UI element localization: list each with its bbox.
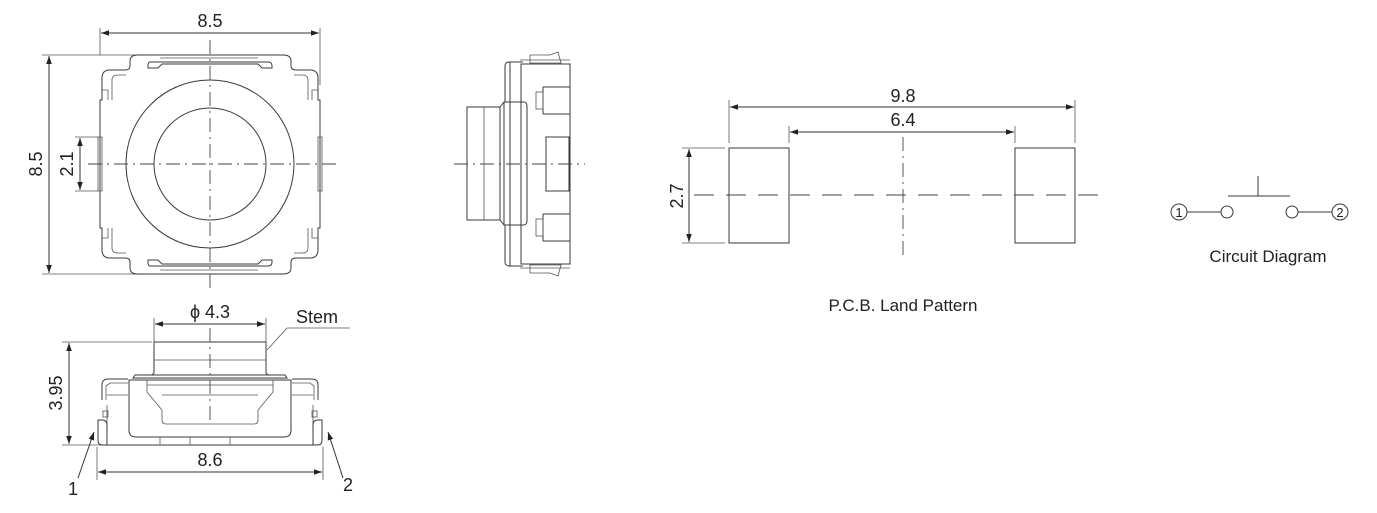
pad-height-dim: 2.7 xyxy=(667,183,687,208)
terminal-width-dim: 2.1 xyxy=(57,151,77,176)
pad-left xyxy=(728,147,790,244)
terminal-2-label: 2 xyxy=(343,475,353,495)
top-height-dim: 8.5 xyxy=(26,151,46,176)
top-width-dim: 8.5 xyxy=(197,11,222,31)
circuit-terminal-1: 1 xyxy=(1175,205,1182,220)
circuit-diagram: 1 2 Circuit Diagram xyxy=(1170,176,1349,266)
land-pattern: 9.8 6.4 2.7 P.C.B. Land Pattern xyxy=(667,86,1110,315)
outer-width-dim: 9.8 xyxy=(890,86,915,106)
land-pattern-caption: P.C.B. Land Pattern xyxy=(828,296,977,315)
top-view: 8.5 8.5 2.1 xyxy=(26,11,338,290)
pad-right xyxy=(1014,147,1076,244)
circuit-terminal-2: 2 xyxy=(1336,205,1343,220)
terminal-2-node xyxy=(1331,203,1349,221)
height-dim: 3.95 xyxy=(46,375,66,410)
side-view: ϕ 4.3 Stem 3.95 xyxy=(46,302,353,499)
stem-diameter-dim: ϕ 4.3 xyxy=(190,302,230,322)
right-view xyxy=(454,51,585,277)
circuit-caption: Circuit Diagram xyxy=(1209,247,1326,266)
inner-gap-dim: 6.4 xyxy=(890,110,915,130)
terminal-1-label: 1 xyxy=(68,479,78,499)
stem-label: Stem xyxy=(296,307,338,327)
overall-width-dim: 8.6 xyxy=(197,450,222,470)
